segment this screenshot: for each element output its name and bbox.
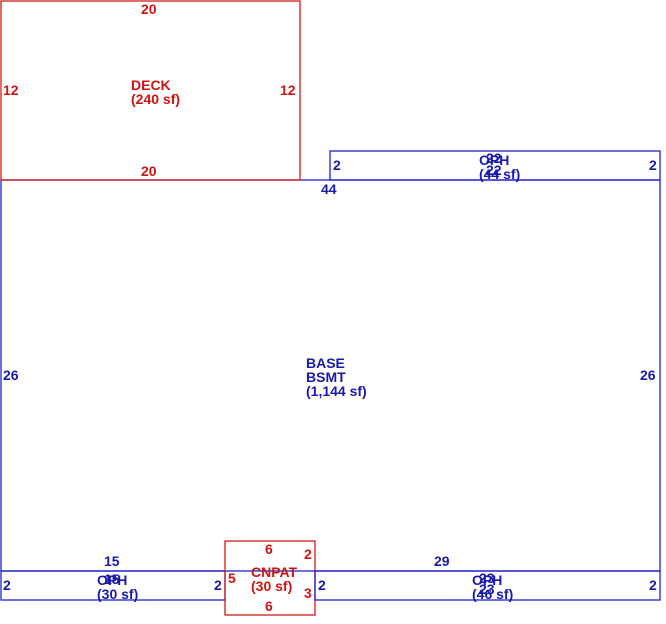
overhang-bottom-left[interactable]: 15 OPH 15 (30 sf) 2 2 xyxy=(0,553,226,602)
overhang-bottom-right-area-sf: (46 sf) xyxy=(472,586,513,602)
overhang-top-dim-b: 22 xyxy=(486,162,502,178)
covered-patio-area-sf: (30 sf) xyxy=(251,578,292,594)
covered-patio-dim-top: 6 xyxy=(265,541,273,557)
covered-patio-name: CNPAT xyxy=(251,564,298,580)
base-subname: BSMT xyxy=(306,369,346,385)
overhang-top-dim-right: 2 xyxy=(649,157,657,173)
base-dim-right: 26 xyxy=(640,367,656,383)
covered-patio-dim-bottom: 6 xyxy=(265,598,273,614)
overhang-bottom-left-area-sf: (30 sf) xyxy=(97,586,138,602)
deck-outline[interactable] xyxy=(0,0,301,181)
base-dim-left: 26 xyxy=(3,367,19,383)
overhang-bottom-right-dim-top: 29 xyxy=(434,553,450,569)
overhang-top-outline[interactable] xyxy=(329,150,661,181)
overhang-bottom-right-outline[interactable] xyxy=(314,570,661,601)
overhang-bottom-right-dim-right: 2 xyxy=(649,577,657,593)
overhang-bottom-right-name: OPH xyxy=(472,572,502,588)
deck-dim-right: 12 xyxy=(280,82,296,98)
base-name: BASE xyxy=(306,355,345,371)
covered-patio-dim-left: 5 xyxy=(228,570,236,586)
deck-dim-top: 20 xyxy=(141,1,157,17)
overhang-top[interactable]: 22 OPH 22 (44 sf) 2 2 xyxy=(329,150,661,182)
deck-name: DECK xyxy=(131,77,171,93)
overhang-top-name: OPH xyxy=(479,152,509,168)
overhang-top-area-sf: (44 sf) xyxy=(479,166,520,182)
overhang-bottom-left-dim-inner: 15 xyxy=(104,571,120,587)
overhang-bottom-left-dim-left: 2 xyxy=(3,577,11,593)
deck-area-sf: (240 sf) xyxy=(131,91,180,107)
covered-patio-dim-right-lower: 3 xyxy=(304,585,312,601)
covered-patio[interactable]: 6 2 CNPAT 5 (30 sf) 3 6 xyxy=(224,540,316,616)
overhang-top-dim-left: 2 xyxy=(333,157,341,173)
overhang-bottom-right-dim-inner-b: 23 xyxy=(479,581,495,597)
overhang-bottom-left-name: OPH xyxy=(97,572,127,588)
overhang-bottom-right[interactable]: 29 23 OPH 23 (46 sf) 2 2 xyxy=(314,553,661,602)
base-area-sf: (1,144 sf) xyxy=(306,383,367,399)
covered-patio-dim-right-upper: 2 xyxy=(304,546,312,562)
deck-dim-bottom: 20 xyxy=(141,163,157,179)
base-dim-top: 44 xyxy=(321,181,337,197)
overhang-bottom-right-dim-left: 2 xyxy=(318,577,326,593)
overhang-bottom-left-dim-right: 2 xyxy=(214,577,222,593)
overhang-bottom-left-dim-top: 15 xyxy=(104,553,120,569)
deck-dim-left: 12 xyxy=(3,82,19,98)
overhang-bottom-right-dim-inner-a: 23 xyxy=(479,570,495,586)
overhang-top-dim-a: 22 xyxy=(486,150,502,166)
deck-area[interactable]: DECK (240 sf) 20 20 12 12 xyxy=(0,0,301,181)
base-area[interactable]: BASE BSMT (1,144 sf) 44 26 26 xyxy=(0,179,661,572)
